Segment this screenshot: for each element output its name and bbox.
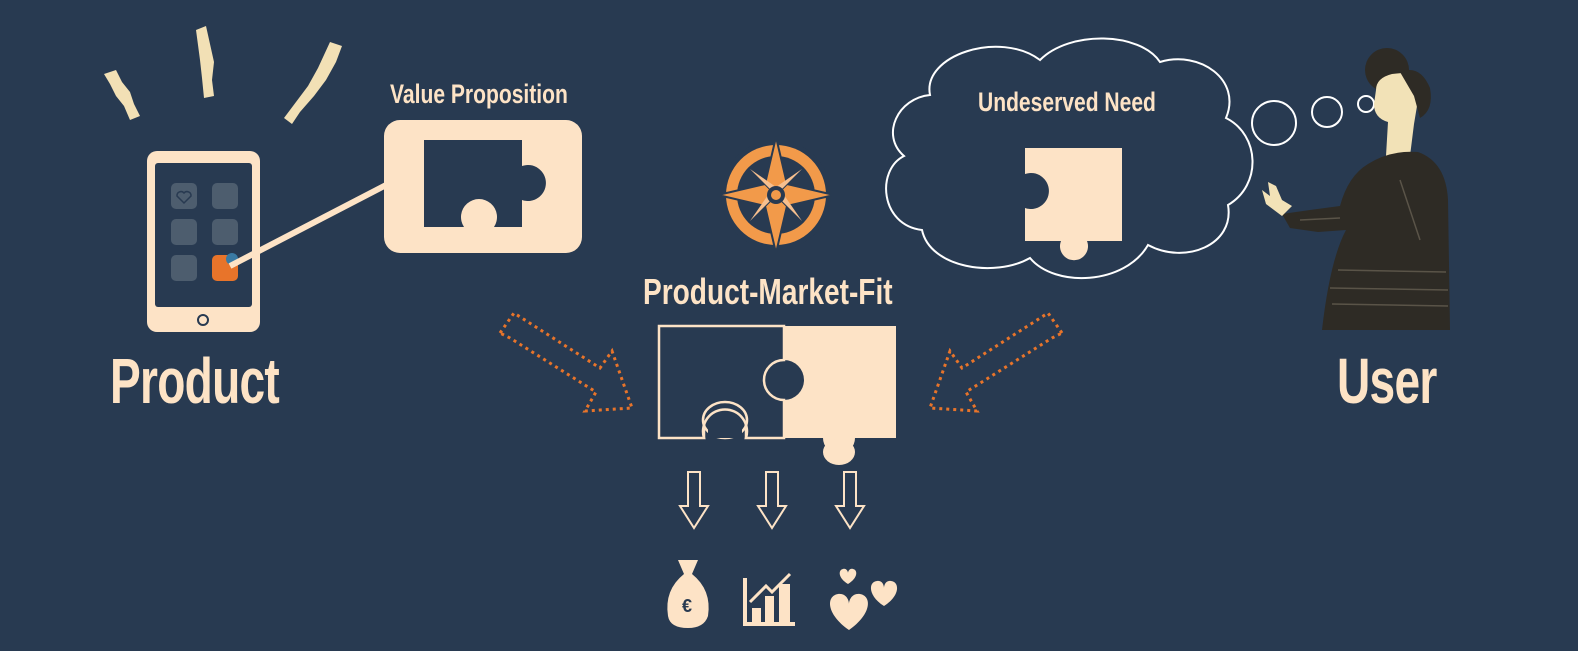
user-person-icon	[1262, 48, 1450, 330]
hearts-icon	[830, 568, 898, 630]
compass-icon	[717, 136, 835, 254]
attention-rays-icon	[104, 26, 342, 124]
product-market-fit-label: Product-Market-Fit	[643, 271, 893, 312]
down-arrow-2	[756, 471, 788, 530]
arrow-left-icon	[497, 310, 635, 413]
growth-chart-icon	[743, 572, 795, 626]
product-market-fit-puzzle	[657, 324, 896, 465]
value-proposition-label: Value Proposition	[390, 79, 568, 109]
thought-cloud	[885, 37, 1375, 280]
currency-symbol: €	[682, 596, 692, 616]
puzzle-piece-icon	[424, 140, 546, 227]
down-arrow-icons	[678, 471, 866, 530]
product-label: Product	[110, 345, 280, 417]
user-label: User	[1337, 345, 1437, 417]
money-bag-icon: €	[667, 560, 709, 628]
need-puzzle-piece-icon	[1025, 148, 1122, 261]
down-arrow-3	[834, 471, 866, 530]
down-arrow-1	[678, 471, 710, 530]
tablet-icon	[147, 151, 260, 332]
value-proposition-card	[384, 120, 582, 253]
right-puzzle-piece	[784, 326, 896, 454]
arrow-right-icon	[927, 310, 1065, 413]
connector-line	[228, 181, 390, 269]
undeserved-need-label: Undeserved Need	[978, 87, 1156, 117]
